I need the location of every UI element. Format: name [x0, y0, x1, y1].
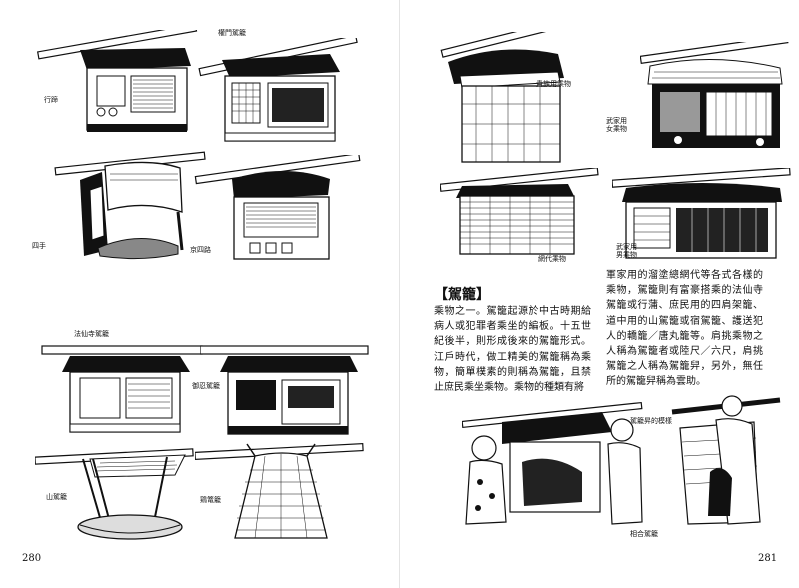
right-page: 貴族用乘物 武家用 女乘物 網代乘物 武家用 男乘物 駕籠昇的模樣 相合駕籠 【…	[400, 0, 799, 588]
tori-kago-illustration	[195, 442, 364, 539]
label-gyoten: 行蹄	[44, 96, 58, 104]
kyo-yotsuji-kago-illustration	[194, 155, 361, 260]
article-title: 【駕籠】	[434, 287, 490, 303]
left-page: 權門駕籠 行蹄 四手 京四路 法仙寺駕籠 御忍駕籠 山駕籠 鶏篭籠 280	[0, 0, 399, 588]
article-body-left: 乘物之一。駕籠起源於中古時期給病人或犯罪者乘坐的編板。十五世紀後半，則形成後來的…	[434, 306, 591, 394]
kago-carriers-illustration	[462, 395, 781, 525]
label-buke-otoko-norimono: 武家用 男乘物	[616, 243, 637, 259]
book-gutter	[399, 0, 400, 588]
label-aiai-kago: 相合駕籠	[630, 530, 658, 538]
label-oshinobi-kago: 御忍駕籠	[192, 382, 220, 390]
kizoku-norimono-illustration	[440, 32, 574, 163]
label-tori-kago: 鶏篭籠	[200, 496, 221, 504]
amishiro-norimono-illustration	[440, 168, 599, 255]
buke-otoko-norimono-illustration	[612, 168, 791, 259]
label-yama-kago: 山駕籠	[46, 493, 67, 501]
yotsude-kago-illustration	[54, 151, 206, 260]
label-kyo-yotsuji: 京四路	[190, 246, 211, 254]
yama-kago-illustration	[35, 448, 194, 540]
label-kago-carrying: 駕籠昇的模樣	[630, 417, 672, 425]
hokkeji-kago-illustration	[41, 345, 203, 433]
label-kenmon-kago: 權門駕籠	[218, 29, 246, 37]
article-body-right: 軍家用的溜塗總網代等各式各樣的乘物，駕籠則有富豪搭乘的法仙寺駕籠或行蒲、庶民用的…	[606, 270, 763, 388]
kenmon-kago-illustration	[36, 30, 198, 132]
label-hokkeji-kago: 法仙寺駕籠	[74, 330, 109, 338]
label-kizoku-norimono: 貴族用乘物	[536, 80, 571, 88]
box-kago-illustration	[198, 38, 358, 142]
page-number-right: 281	[758, 553, 778, 564]
label-amishiro-norimono: 網代乘物	[538, 255, 566, 263]
label-buke-onna-norimono: 武家用 女乘物	[606, 117, 627, 133]
buke-onna-norimono-illustration	[640, 42, 789, 148]
page-number-left: 280	[22, 553, 42, 564]
oshinobi-kago-illustration	[200, 345, 369, 435]
label-yotsude: 四手	[32, 242, 46, 250]
